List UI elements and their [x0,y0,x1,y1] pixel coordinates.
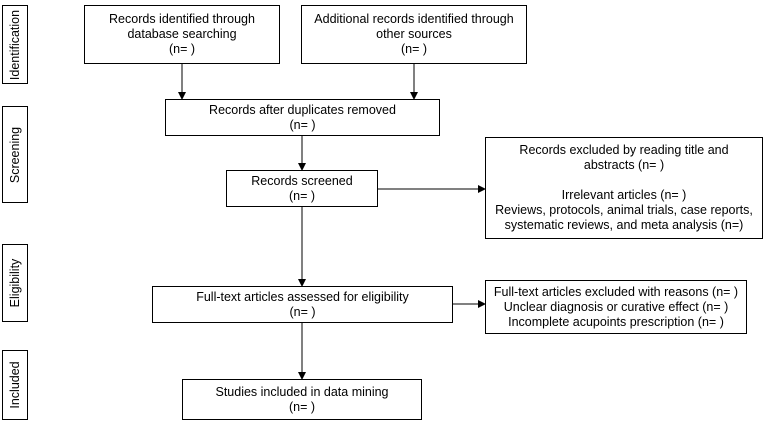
box-line: (n= ) [289,117,316,132]
box-line: (n= ) [288,399,316,414]
box-line: (n= ) [288,188,316,203]
box-line: abstracts (n= ) [583,158,665,172]
box-line: Studies included in data mining [215,384,389,399]
box-other-sources: Additional records identified through ot… [301,5,527,64]
box-line: (n= ) [168,42,196,56]
box-records-excluded-screening: Records excluded by reading title and ab… [485,137,763,239]
box-line: Full-text articles excluded with reasons… [493,284,739,299]
box-line: Records identified through [109,12,255,26]
phase-screening: Screening [2,106,28,203]
box-duplicates-removed: Records after duplicates removed (n= ) [165,99,440,136]
box-line: Records excluded by reading title and [519,143,729,157]
box-line: Records screened [251,173,353,188]
box-line: (n= ) [400,42,428,56]
box-line: Incomplete acupoints prescription (n= ) [508,314,724,329]
box-line: Unclear diagnosis or curative effect (n=… [503,299,729,314]
box-line: Records after duplicates removed [209,102,396,117]
box-database-searching: Records identified through database sear… [84,5,280,64]
box-line: systematic reviews, and meta analysis (n… [504,218,744,232]
box-line: (n= ) [289,304,316,319]
box-line: other sources [376,27,452,41]
phase-eligibility: Eligibility [2,244,28,322]
box-line: Full-text articles assessed for eligibil… [196,289,409,304]
phase-identification: Identification [2,5,28,84]
phase-included: Included [2,350,28,420]
box-records-screened: Records screened (n= ) [226,170,378,207]
box-line: Reviews, protocols, animal trials, case … [495,203,753,217]
box-line: Irrelevant articles (n= ) [561,188,687,202]
box-line: database searching [127,27,237,41]
box-line: Additional records identified through [314,12,514,26]
box-fulltext-excluded: Full-text articles excluded with reasons… [485,280,747,334]
box-studies-included: Studies included in data mining (n= ) [182,379,422,420]
box-fulltext-assessed: Full-text articles assessed for eligibil… [152,286,453,323]
